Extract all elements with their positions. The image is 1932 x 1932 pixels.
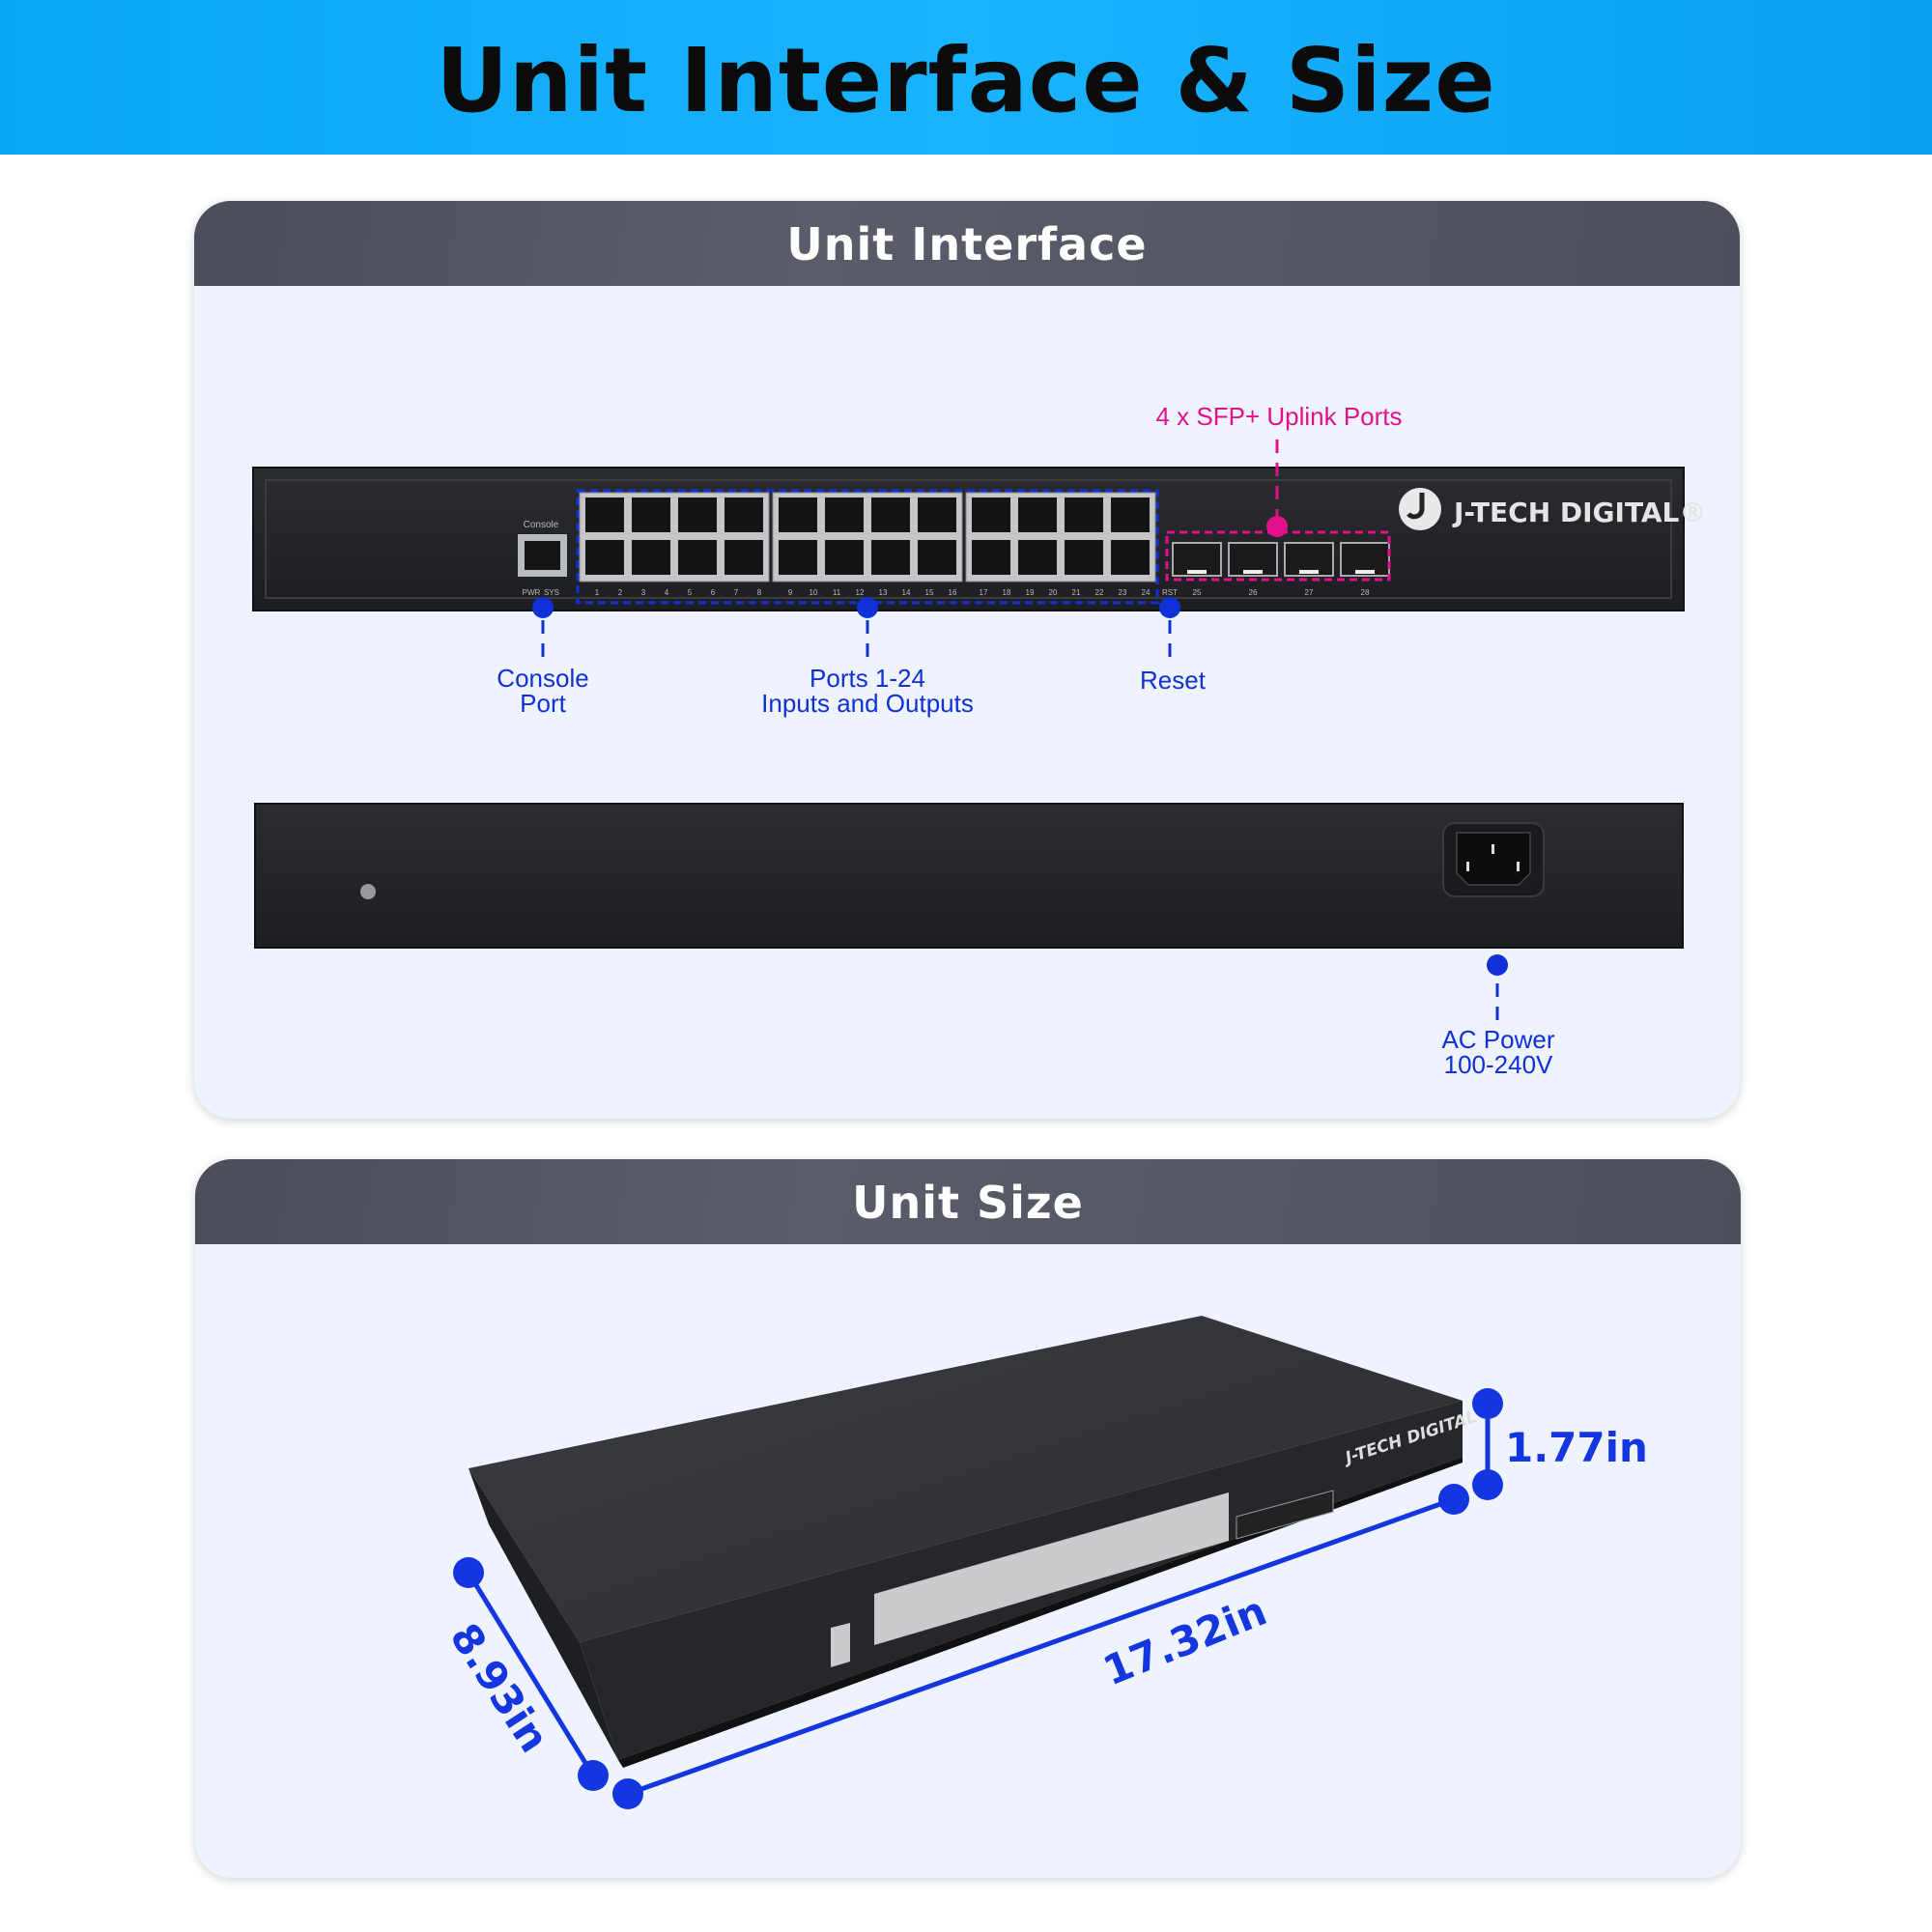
ports-callout-line2: Inputs and Outputs (761, 689, 974, 718)
rj45-port-14[interactable] (871, 540, 910, 575)
rj45-port-20[interactable] (1018, 540, 1057, 575)
brand-logo: J-TECH DIGITAL® (1399, 488, 1706, 530)
height-dimension: 1.77in (1472, 1388, 1648, 1500)
rj45-port-9[interactable] (779, 497, 817, 532)
port-number-label: 15 (925, 588, 934, 597)
reset-silk-label: RST (1162, 588, 1178, 597)
port-number-label: 16 (949, 588, 957, 597)
power-callout-line1: AC Power (1441, 1025, 1554, 1054)
port-number-label: 5 (688, 588, 693, 597)
reset-callout-label: Reset (1140, 666, 1207, 695)
port-number-label: 18 (1003, 588, 1011, 597)
unit-interface-card: Unit Interface (194, 201, 1740, 1119)
pwr-led-label: PWR (523, 588, 541, 597)
rj45-port-2[interactable] (585, 540, 624, 575)
sfp-number-label: 27 (1305, 588, 1314, 597)
rj45-port-21[interactable] (1065, 497, 1103, 532)
rj45-port-23[interactable] (1111, 497, 1150, 532)
console-port[interactable] (518, 534, 567, 577)
sfp-number-label: 28 (1361, 588, 1370, 597)
back-panel (254, 803, 1684, 949)
isometric-port-block (831, 1490, 1334, 1667)
port-number-label: 4 (665, 588, 669, 597)
rj45-port-10[interactable] (779, 540, 817, 575)
port-number-label: 2 (618, 588, 623, 597)
sfp-callout-label: 4 x SFP+ Uplink Ports (1155, 402, 1402, 431)
rj45-port-13[interactable] (871, 497, 910, 532)
rj45-port-7[interactable] (724, 497, 763, 532)
console-silk-label: Console (524, 520, 559, 530)
rj45-port-17[interactable] (972, 497, 1010, 532)
rj45-port-block (579, 492, 1156, 582)
port-number-label: 24 (1142, 588, 1151, 597)
port-number-label: 6 (711, 588, 716, 597)
title-banner: Unit Interface & Size (0, 0, 1932, 155)
height-label: 1.77in (1505, 1424, 1648, 1471)
rj45-port-11[interactable] (825, 497, 864, 532)
sfp-latch (1187, 570, 1207, 574)
port-number-label: 10 (810, 588, 818, 597)
sfp-number-label: 26 (1249, 588, 1258, 597)
port-number-label: 20 (1049, 588, 1058, 597)
sfp-port-block: 25 26 27 28 (1172, 542, 1390, 597)
power-callout: AC Power 100-240V (1441, 954, 1555, 1079)
sfp-latch (1355, 570, 1375, 574)
rj45-port-18[interactable] (972, 540, 1010, 575)
port-number-label: 22 (1095, 588, 1104, 597)
rj45-port-5[interactable] (678, 497, 717, 532)
sfp-latch (1299, 570, 1319, 574)
port-number-label: 19 (1026, 588, 1035, 597)
port-number-label: 7 (734, 588, 739, 597)
rj45-port-19[interactable] (1018, 497, 1057, 532)
rj45-port-24[interactable] (1111, 540, 1150, 575)
reset-callout: Reset (1140, 597, 1207, 695)
ground-screw-icon (360, 884, 376, 899)
rj45-port-4[interactable] (632, 540, 670, 575)
port-number-label: 14 (902, 588, 911, 597)
console-callout-line2: Port (520, 689, 566, 718)
sfp-port-28[interactable] (1340, 542, 1390, 577)
console-callout: Console Port (497, 597, 589, 718)
port-number-label: 9 (788, 588, 793, 597)
console-callout-line1: Console (497, 664, 588, 693)
ac-power-socket[interactable] (1442, 822, 1545, 897)
port-number-label: 12 (856, 588, 865, 597)
port-number-label: 3 (641, 588, 646, 597)
port-number-label: 8 (757, 588, 762, 597)
port-number-label: 17 (980, 588, 988, 597)
rj45-port-8[interactable] (724, 540, 763, 575)
port-number-label: 1 (595, 588, 600, 597)
page-title: Unit Interface & Size (436, 29, 1496, 132)
rj45-port-22[interactable] (1065, 540, 1103, 575)
sys-led-label: SYS (544, 588, 559, 597)
port-number-label: 13 (879, 588, 888, 597)
sfp-latch (1243, 570, 1263, 574)
rj45-port-16[interactable] (918, 540, 956, 575)
ports-callout-line1: Ports 1-24 (810, 664, 925, 693)
unit-interface-title: Unit Interface (194, 201, 1740, 286)
unit-size-title: Unit Size (195, 1159, 1741, 1244)
rj45-port-12[interactable] (825, 540, 864, 575)
rj45-port-3[interactable] (632, 497, 670, 532)
port-number-label: 23 (1119, 588, 1127, 597)
rj45-port-15[interactable] (918, 497, 956, 532)
ports-callout: Ports 1-24 Inputs and Outputs (761, 597, 974, 718)
width-label: 17.32in (1096, 1587, 1273, 1695)
port-number-label: 21 (1072, 588, 1081, 597)
brand-logo-text: J-TECH DIGITAL® (1452, 497, 1706, 528)
isometric-unit: J-TECH DIGITAL® (469, 1316, 1494, 1768)
rj45-port-6[interactable] (678, 540, 717, 575)
sfp-highlight-box (1165, 530, 1391, 582)
power-callout-line2: 100-240V (1444, 1050, 1553, 1079)
sfp-number-label: 25 (1193, 588, 1202, 597)
port-number-label: 11 (833, 588, 841, 597)
rj45-port-1[interactable] (585, 497, 624, 532)
sfp-callout-dot (1266, 516, 1288, 537)
